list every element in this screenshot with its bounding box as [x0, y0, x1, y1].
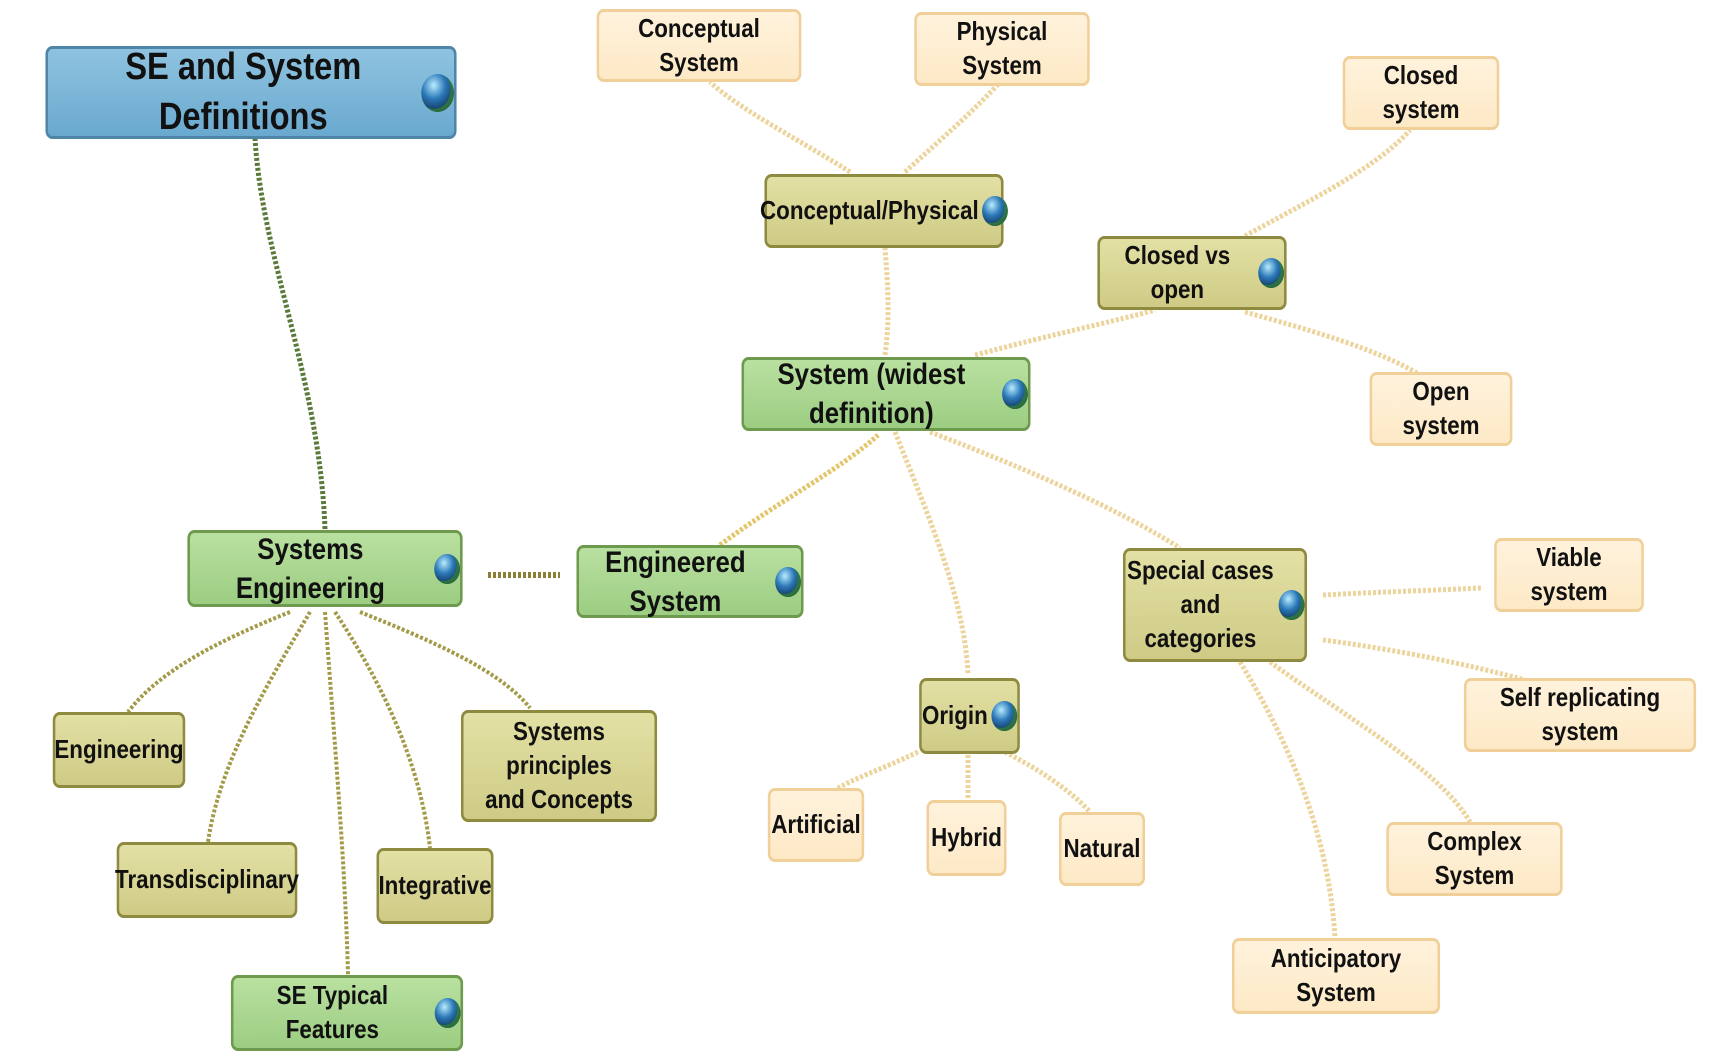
root-node-label: SE and System Definitions: [125, 46, 362, 138]
node-engineered-system-label: Engineered System: [605, 545, 746, 618]
connector-se-to-transdisciplinary: [206, 610, 312, 843]
node-conceptual-physical-label: Conceptual/Physical: [760, 195, 979, 226]
node-closed-vs-open[interactable]: Closed vs open: [1097, 236, 1287, 310]
node-systems-principles-label: Systems principles and Concepts: [485, 716, 633, 814]
node-se-typical-features[interactable]: SE Typical Features: [230, 975, 464, 1051]
node-engineering[interactable]: Engineering: [52, 712, 186, 788]
node-transdisciplinary-label: Transdisciplinary: [115, 864, 299, 895]
globe-icon[interactable]: [1258, 258, 1285, 288]
node-closed-vs-open-label: Closed vs open: [1124, 240, 1231, 304]
node-transdisciplinary[interactable]: Transdisciplinary: [115, 842, 299, 918]
node-origin-label: Origin: [921, 700, 988, 731]
connector-conceptual-to-conceptual-system: [708, 80, 852, 175]
node-complex-system-label: Complex System: [1427, 826, 1522, 890]
globe-icon[interactable]: [1002, 379, 1028, 409]
connector-special-to-anticipatory: [1237, 660, 1338, 939]
node-special-cases-label: Special cases and categories: [1127, 555, 1274, 653]
node-closed-system[interactable]: Closed system: [1342, 56, 1500, 130]
node-artificial-label: Artificial: [771, 809, 861, 840]
globe-icon[interactable]: [982, 196, 1008, 226]
node-systems-engineering-label: Systems Engineering: [235, 532, 385, 605]
node-hybrid-label: Hybrid: [931, 822, 1002, 853]
root-node[interactable]: SE and System Definitions: [45, 46, 457, 139]
node-self-replicating-system[interactable]: Self replicating system: [1463, 678, 1697, 752]
connector-origin-to-natural: [1003, 749, 1092, 814]
connector-system-to-conceptual: [882, 247, 891, 356]
node-natural-label: Natural: [1063, 833, 1141, 864]
node-conceptual-system-label: Conceptual System: [638, 12, 760, 77]
connector-system-to-special: [929, 429, 1182, 551]
connector-special-to-selfrep: [1322, 637, 1526, 683]
connector-system-to-closedvsopen: [974, 307, 1156, 358]
node-origin[interactable]: Origin: [919, 678, 1020, 754]
node-systems-engineering[interactable]: Systems Engineering: [187, 530, 463, 607]
globe-icon[interactable]: [991, 701, 1018, 731]
node-complex-system[interactable]: Complex System: [1386, 822, 1563, 896]
connector-system-to-origin: [892, 431, 971, 676]
connector-closedvsopen-to-closed: [1243, 128, 1412, 239]
connector-engineered-to-system: [718, 433, 880, 548]
node-special-cases[interactable]: Special cases and categories: [1122, 548, 1308, 662]
node-anticipatory-system-label: Anticipatory System: [1270, 943, 1402, 1007]
connector-closedvsopen-to-open: [1244, 309, 1422, 378]
connector-se-to-typical: [323, 611, 350, 976]
node-system-widest-label: System (widest definition): [777, 358, 966, 430]
node-engineering-label: Engineering: [54, 734, 184, 765]
node-se-typical-features-label: SE Typical Features: [276, 980, 389, 1044]
connector-root-to-se: [252, 137, 328, 531]
node-integrative[interactable]: Integrative: [376, 848, 494, 924]
node-artificial[interactable]: Artificial: [767, 788, 865, 862]
node-physical-system[interactable]: Physical System: [914, 12, 1090, 86]
node-viable-system[interactable]: Viable system: [1494, 538, 1644, 612]
connector-special-to-complex: [1268, 659, 1473, 824]
globe-icon[interactable]: [421, 73, 454, 112]
node-anticipatory-system[interactable]: Anticipatory System: [1231, 938, 1441, 1014]
node-hybrid[interactable]: Hybrid: [926, 800, 1007, 876]
connector-origin-to-artificial: [833, 749, 920, 793]
node-conceptual-physical[interactable]: Conceptual/Physical: [760, 174, 1008, 248]
connector-se-to-principles: [359, 610, 532, 710]
globe-icon[interactable]: [434, 553, 461, 584]
node-open-system[interactable]: Open system: [1369, 372, 1513, 446]
node-self-replicating-system-label: Self replicating system: [1499, 682, 1661, 746]
connector-se-to-engineering: [126, 610, 291, 714]
connector-special-to-viable: [1322, 585, 1483, 598]
node-system-widest[interactable]: System (widest definition): [741, 357, 1031, 431]
node-natural[interactable]: Natural: [1059, 812, 1145, 886]
node-viable-system-label: Viable system: [1530, 542, 1608, 606]
connector-conceptual-to-physical-system: [903, 80, 1002, 174]
connector-se-to-integrative: [333, 610, 432, 849]
node-integrative-label: Integrative: [378, 870, 492, 901]
node-conceptual-system[interactable]: Conceptual System: [596, 9, 802, 82]
globe-icon[interactable]: [775, 566, 801, 597]
node-physical-system-label: Physical System: [956, 16, 1048, 80]
node-open-system-label: Open system: [1402, 376, 1480, 440]
node-engineered-system[interactable]: Engineered System: [576, 545, 804, 618]
node-systems-principles[interactable]: Systems principles and Concepts: [460, 710, 658, 822]
globe-icon[interactable]: [434, 998, 461, 1028]
globe-icon[interactable]: [1278, 590, 1305, 620]
node-closed-system-label: Closed system: [1382, 60, 1460, 124]
